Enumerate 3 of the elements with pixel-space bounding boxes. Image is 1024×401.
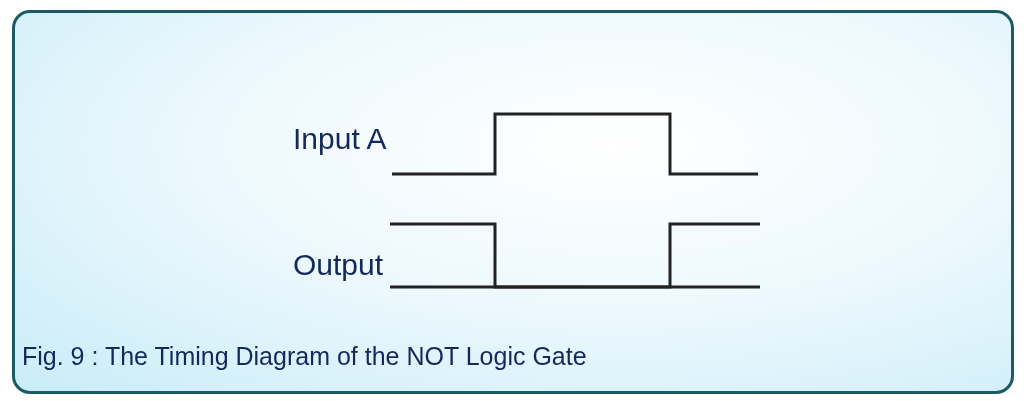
figure-caption: Fig. 9 : The Timing Diagram of the NOT Logic Gate — [22, 342, 587, 371]
signal-label: Input A — [293, 122, 387, 156]
signal-label: Output — [293, 248, 384, 282]
